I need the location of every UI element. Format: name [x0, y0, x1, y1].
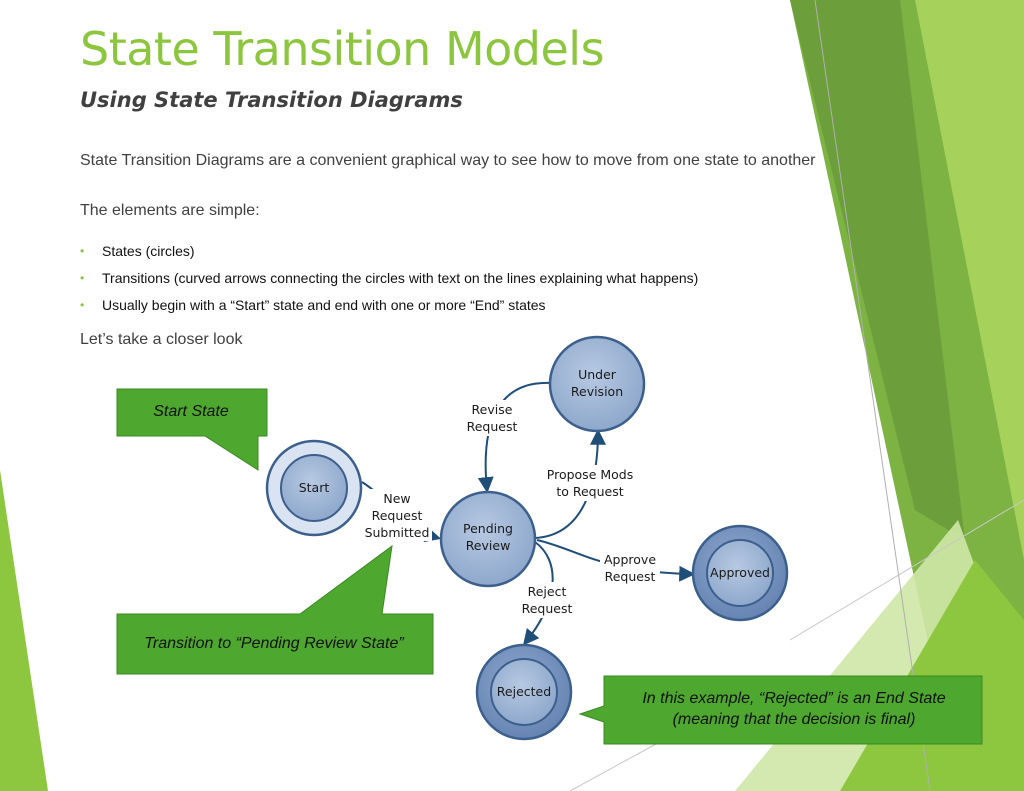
propose-line-1: Propose Mods	[547, 467, 633, 482]
state-pending-label-2: Review	[466, 538, 511, 553]
bullet-icon: •	[80, 244, 85, 258]
bullet-text: Usually begin with a “Start” state and e…	[102, 297, 546, 313]
transition-label-reject: Reject Request	[518, 582, 576, 618]
intro-text: State Transition Diagrams are a convenie…	[80, 152, 816, 169]
state-approved-label: Approved	[710, 565, 770, 580]
new-request-line-3: Submitted	[365, 525, 430, 540]
revise-line-1: Revise	[472, 402, 513, 417]
approve-line-2: Request	[605, 569, 656, 584]
reject-line-2: Request	[522, 601, 573, 616]
end-callout-line-1: In this example, “Rejected” is an End St…	[642, 690, 946, 707]
new-request-line-1: New	[383, 491, 410, 506]
approve-line-1: Approve	[604, 552, 656, 567]
state-start: Start	[265, 439, 363, 537]
reject-line-1: Reject	[528, 584, 567, 599]
deco-line	[789, 499, 1024, 641]
state-under-label-2: Revision	[571, 384, 623, 399]
deco-facet-dark	[790, 0, 965, 540]
state-pending-label-1: Pending	[463, 521, 513, 536]
propose-line-2: to Request	[556, 484, 623, 499]
new-request-line-2: Request	[372, 508, 423, 523]
state-pending-review: Pending Review	[439, 490, 537, 588]
state-rejected-label: Rejected	[497, 684, 551, 699]
end-callout-shape	[578, 675, 983, 745]
end-callout-line-2: (meaning that the decision is final)	[672, 711, 916, 728]
deco-facet-left	[0, 470, 48, 791]
state-under-label-1: Under	[578, 367, 617, 382]
state-under-revision: Under Revision	[548, 335, 646, 433]
state-approved: Approved	[691, 524, 789, 622]
transition-callout: Transition to “Pending Review State”	[144, 635, 404, 652]
transition-label-revise: Revise Request	[462, 400, 522, 436]
bullet-icon: •	[80, 271, 85, 285]
slide-subtitle: Using State Transition Diagrams	[80, 88, 463, 112]
bullet-text: Transitions (curved arrows connecting th…	[102, 270, 699, 286]
state-rejected: Rejected	[475, 643, 573, 741]
elements-heading: The elements are simple:	[80, 202, 260, 219]
bullet-icon: •	[80, 298, 85, 312]
transition-label-new-request: New Request Submitted	[364, 489, 432, 541]
transition-arrow-approve	[536, 539, 696, 582]
bullet-text: States (circles)	[102, 243, 195, 259]
start-callout-shape	[116, 388, 268, 471]
closer-look-text: Let’s take a closer look	[80, 331, 243, 348]
bullet-item: • Usually begin with a “Start” state and …	[80, 296, 698, 323]
transition-callout-shape	[116, 544, 434, 675]
end-state-callout-text: In this example, “Rejected” is an End St…	[642, 688, 945, 730]
end-state-callout: In this example, “Rejected” is an End St…	[607, 678, 981, 740]
slide-title: State Transition Models	[80, 22, 605, 76]
bullet-list: • States (circles) • Transitions (curved a…	[80, 242, 698, 323]
deco-line	[814, 0, 931, 791]
transition-label-propose: Propose Mods to Request	[542, 465, 640, 501]
bullet-item: • States (circles)	[80, 242, 698, 269]
revise-line-2: Request	[467, 419, 518, 434]
transition-label-approve: Approve Request	[600, 550, 660, 586]
start-state-callout: Start State	[153, 403, 229, 420]
bullet-item: • Transitions (curved arrows connecting t…	[80, 269, 698, 296]
state-start-label: Start	[299, 480, 330, 495]
